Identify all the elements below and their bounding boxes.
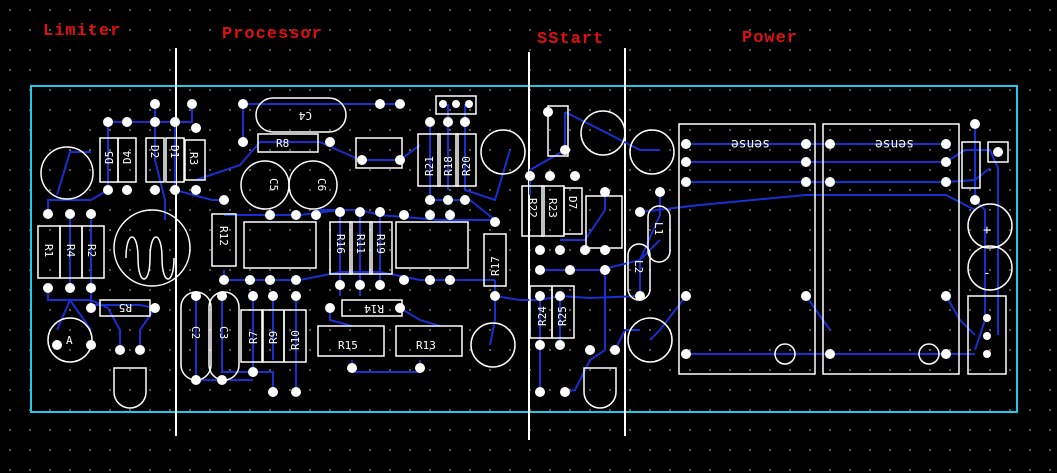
cap-sstart	[580, 110, 626, 156]
component-bridge	[355, 137, 403, 169]
board-outline	[30, 85, 1018, 413]
diode-power	[961, 141, 981, 189]
label-l2: L2	[632, 260, 645, 273]
pads	[43, 99, 1003, 397]
label-c6: C6	[315, 178, 328, 191]
component-labels: R1 R4 R2 D5 D4 D2 D1 R3 R5 A C4 R8 C5 C6…	[42, 109, 991, 352]
cap-power-bottom	[627, 317, 673, 363]
cap-processor-bottom	[470, 322, 516, 368]
label-pin-a: A	[66, 334, 73, 347]
label-r5: R5	[119, 301, 132, 314]
section-label-sstart: SStart	[537, 30, 605, 49]
led-limiter	[113, 367, 147, 409]
ic-opamp-2	[395, 221, 469, 269]
label-c3: C3	[217, 326, 230, 339]
label-d4: D4	[121, 150, 134, 164]
diode-d2	[145, 137, 165, 183]
label-r4: R4	[64, 244, 77, 258]
diode-d7	[563, 187, 583, 235]
label-r8: R8	[276, 137, 289, 150]
label-r14: R14	[364, 302, 384, 315]
connector-power-top	[987, 141, 1009, 163]
label-sense-2: sense	[875, 136, 914, 151]
resistor-r17	[483, 233, 507, 287]
label-r12: R12	[217, 226, 230, 246]
cap-power-top	[629, 129, 675, 175]
label-d7: D7	[566, 196, 579, 209]
resistor-r18	[437, 133, 459, 187]
label-r23: R23	[546, 198, 559, 218]
label-r2: R2	[85, 244, 98, 257]
section-label-processor: Processor	[222, 25, 323, 44]
component-sstart-top	[547, 105, 569, 157]
label-l1: L1	[652, 222, 665, 235]
resistor-r16	[329, 221, 353, 275]
label-r21: R21	[423, 156, 436, 176]
label-r17: R17	[489, 256, 502, 276]
label-r11: R11	[354, 234, 367, 254]
resistor-r10	[283, 309, 307, 363]
label-r1: R1	[42, 244, 55, 257]
label-r16: R16	[334, 234, 347, 254]
diode-d4	[117, 137, 137, 183]
inductor-l1	[647, 205, 671, 263]
trimpot-r13	[395, 325, 463, 357]
label-sense-1: sense	[731, 136, 770, 151]
label-r7: R7	[247, 331, 260, 344]
relay-1	[678, 123, 816, 375]
label-r15: R15	[338, 339, 358, 352]
connector-power-terminal	[967, 295, 1007, 375]
resistor-r8	[257, 133, 319, 153]
resistor-r20	[455, 133, 477, 187]
label-r3: R3	[187, 152, 200, 165]
resistor-r11	[349, 221, 373, 275]
cap-processor-right	[480, 129, 526, 175]
label-r10: R10	[289, 330, 302, 350]
resistor-r3	[184, 139, 206, 181]
label-pin-minus: -	[983, 266, 991, 281]
resistor-r22	[521, 185, 545, 237]
resistor-r19	[369, 221, 393, 275]
resistor-r25	[551, 285, 575, 339]
label-pin-plus: +	[983, 223, 991, 238]
cap-power-right-1	[967, 203, 1013, 249]
label-d1: D1	[168, 145, 181, 158]
ldr-photoresistor	[113, 209, 191, 287]
relay-2	[822, 123, 960, 375]
cap-c4	[255, 97, 347, 133]
label-c4: C4	[298, 109, 312, 122]
led-sstart	[583, 367, 617, 409]
ic-opamp-1	[243, 221, 317, 269]
diode-d1	[165, 137, 185, 183]
resistor-r21	[417, 133, 441, 187]
label-d5: D5	[103, 151, 116, 164]
resistor-r2	[81, 225, 105, 279]
resistor-r12	[211, 213, 237, 267]
connector-processor-top	[435, 95, 477, 115]
label-r19: R19	[374, 234, 387, 254]
cap-limiter-electrolytic	[40, 146, 94, 200]
label-r18: R18	[442, 156, 455, 176]
resistor-r7	[240, 309, 264, 363]
label-c5: C5	[267, 178, 280, 191]
cap-c6	[288, 160, 338, 210]
trimpot-limiter	[47, 317, 93, 363]
trimpot-r15	[317, 325, 385, 357]
section-label-limiter: Limiter	[43, 22, 122, 41]
label-r13: R13	[416, 339, 436, 352]
label-d2: D2	[148, 145, 161, 158]
label-r20: R20	[460, 156, 473, 176]
section-label-power: Power	[742, 29, 799, 48]
label-c2: C2	[189, 326, 202, 339]
label-r25: R25	[556, 306, 569, 326]
label-r22: R22	[526, 198, 539, 218]
label-r9: R9	[267, 331, 280, 344]
label-r24: R24	[536, 306, 549, 326]
cap-power-right-2	[967, 245, 1013, 291]
